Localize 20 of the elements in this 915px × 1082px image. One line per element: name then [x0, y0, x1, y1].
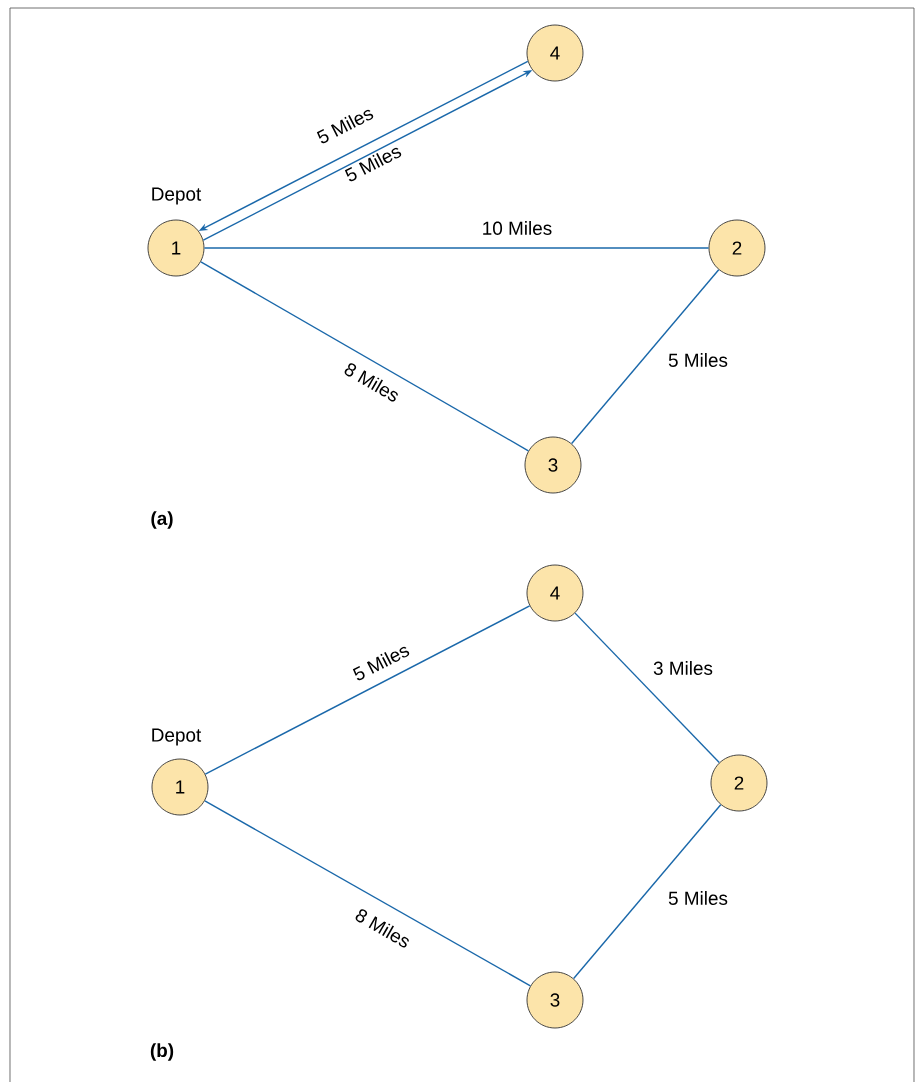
connector-line: [200, 261, 530, 452]
edge-label: 10 Miles: [483, 221, 552, 235]
connector-line: [204, 605, 531, 775]
panel-label: (b): [150, 1043, 174, 1061]
edge-label: 5 Miles: [668, 353, 728, 367]
node-caption: Depot: [152, 728, 202, 746]
edge-label: 5 Miles: [316, 109, 374, 144]
connector-line: [570, 269, 720, 445]
edge-label: 8 Miles: [355, 909, 409, 948]
edge-label: 3 Miles: [653, 661, 713, 675]
connector-line: [204, 800, 532, 987]
connector-line: [203, 247, 710, 249]
edge-label: 5 Miles: [344, 147, 402, 182]
edge-label: 5 Miles: [352, 646, 410, 681]
connector-line: [572, 804, 722, 980]
connector-line: [574, 612, 720, 764]
edge-label: 5 Miles: [668, 891, 728, 905]
node-caption: Depot: [152, 187, 202, 205]
edge-label: 8 Miles: [344, 363, 398, 402]
panel-label: (a): [151, 511, 173, 529]
